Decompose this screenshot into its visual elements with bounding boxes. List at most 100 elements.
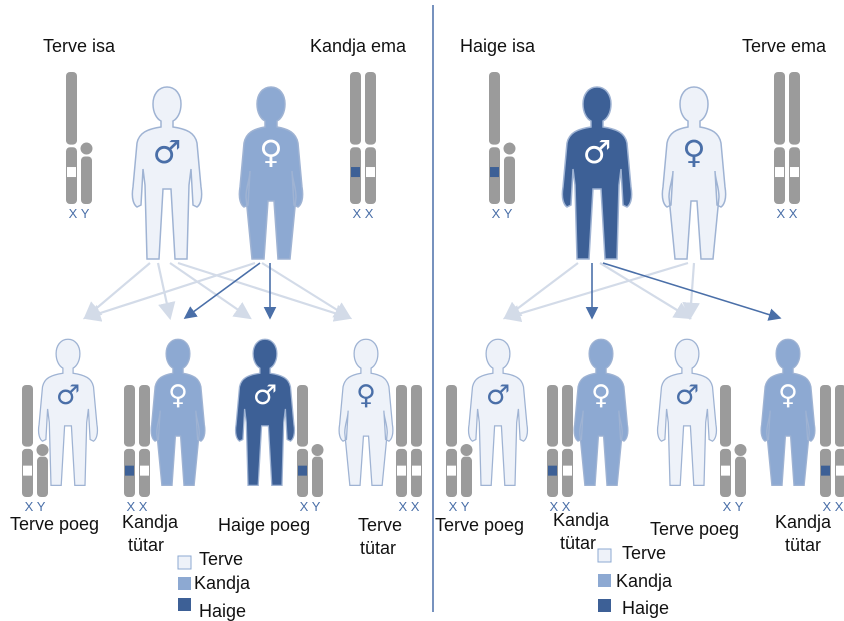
legend-swatch-affected [178,598,191,611]
chromosome-label: X Y [723,499,744,514]
legend-swatch-carrier [178,577,191,590]
right-child-2-label-line1: Kandja [553,510,610,530]
female-silhouette-icon [151,339,205,485]
y-chromosome-body [735,457,746,497]
y-chromosome-top [735,444,747,456]
y-chromosome-top [81,143,93,155]
right-child-3-figure: ♂ [658,339,717,485]
gene-band [351,167,360,177]
female-symbol-icon: ♀ [778,380,798,411]
y-chromosome-body [504,156,515,204]
inheritance-arrow [505,263,578,318]
female-symbol-icon: ♀ [259,133,282,171]
y-chromosome-body [37,457,48,497]
male-silhouette-icon [236,339,295,485]
chromosome-label: X X [353,206,374,221]
y-chromosome-top [312,444,324,456]
female-symbol-icon: ♀ [591,380,611,411]
legend-swatch-affected [598,599,611,612]
chromosome-label: X Y [449,499,470,514]
inheritance-arrow [85,263,150,318]
gene-band [298,466,307,476]
inheritance-arrow [170,263,250,318]
male-symbol-icon: ♂ [583,133,612,171]
left-child-4-chromosomes: X X [396,385,422,514]
inheritance-arrow [85,263,255,318]
gene-band [490,167,499,177]
female-silhouette-icon [574,339,628,485]
right-child-3-chromosomes: X Y [720,385,747,514]
left-mother-figure: ♀ [239,87,302,259]
inheritance-arrow [600,263,690,318]
left-legend-healthy: Terve [199,549,243,569]
gene-band [67,167,76,177]
inheritance-arrow [505,263,688,318]
x-chromosome-upper [139,385,150,447]
x-chromosome-upper [489,72,500,145]
legend-swatch-healthy [178,556,191,569]
gene-band [140,466,149,476]
right-mother-chromosomes: X X [774,72,800,221]
left-child-4-label-line2: tütar [360,538,396,558]
female-symbol-icon: ♀ [168,380,188,411]
female-silhouette-icon [239,87,302,259]
gene-band [775,167,784,177]
female-silhouette-icon [662,87,725,259]
chromosome-label: X X [399,499,420,514]
left-legend-carrier: Kandja [194,573,251,593]
gene-band [721,466,730,476]
right-child-4-figure: ♀ [761,339,815,485]
right-legend-affected: Haige [622,598,669,618]
right-legend-carrier: Kandja [616,571,673,591]
left-child-2-chromosomes: X X [124,385,150,514]
right-mother-figure: ♀ [662,87,725,259]
gene-band [447,466,456,476]
right-father-figure: ♂ [562,87,631,259]
left-child-3-figure: ♂ [236,339,295,485]
male-silhouette-icon [658,339,717,485]
gene-band [412,466,421,476]
x-chromosome-upper [22,385,33,447]
x-chromosome-upper [820,385,831,447]
chromosome-label: X Y [69,206,90,221]
x-chromosome-upper [124,385,135,447]
chromosome-label: X X [777,206,798,221]
left-child-2-figure: ♀ [151,339,205,485]
right-child-4-chromosomes: X X [820,385,844,514]
right-mother-label: Terve ema [742,36,827,56]
female-silhouette-icon [761,339,815,485]
left-father-figure: ♂ [132,87,201,259]
inheritance-arrow [185,263,260,318]
left-child-4-figure: ♀ [339,339,393,485]
x-chromosome-upper [835,385,844,447]
inheritance-arrow [262,263,350,318]
y-chromosome-top [461,444,473,456]
gene-band [548,466,557,476]
gene-band [23,466,32,476]
x-chromosome-upper [774,72,785,145]
left-child-2-label-line1: Kandja [122,512,179,532]
x-chromosome-upper [789,72,800,145]
people-layer: ♂♀♂♀♂♀♂♀♂♀♂♀ [39,87,815,485]
left-child-3-label: Haige poeg [218,515,310,535]
x-chromosome-upper [350,72,361,145]
y-chromosome-body [461,457,472,497]
right-legend: Terve Kandja Haige [598,543,673,618]
x-chromosome-upper [562,385,573,447]
right-child-4-label-line2: tütar [785,535,821,555]
left-child-4-label-line1: Terve [358,515,402,535]
x-chromosome-upper [446,385,457,447]
gene-band [836,466,844,476]
legend-swatch-carrier [598,574,611,587]
male-symbol-icon: ♂ [253,380,277,411]
y-chromosome-top [37,444,49,456]
chromosome-label: X Y [492,206,513,221]
right-father-label: Haige isa [460,36,536,56]
gene-band [821,466,830,476]
x-chromosome-upper [396,385,407,447]
y-chromosome-body [81,156,92,204]
chromosome-label: X Y [25,499,46,514]
left-mother-label: Kandja ema [310,36,407,56]
